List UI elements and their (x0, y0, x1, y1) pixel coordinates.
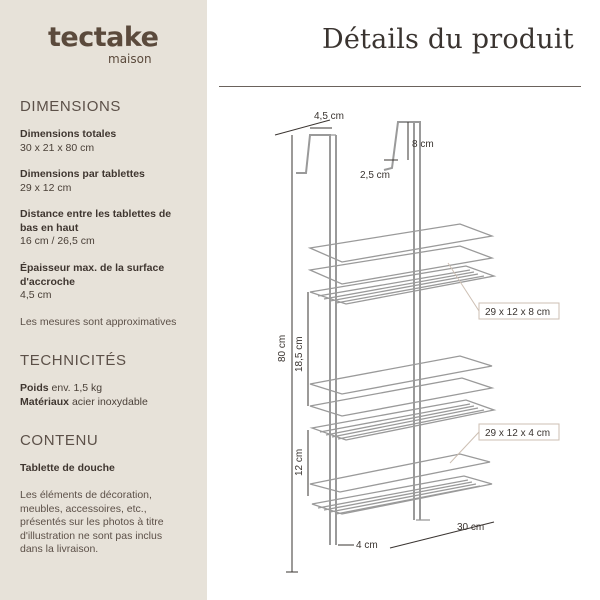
label-shelf-gap-top: 18,5 cm (294, 336, 305, 372)
dimension-lines (274, 119, 495, 573)
dimension-item: Distance entre les tablettes de bas en h… (20, 208, 172, 247)
contenu-note: Les éléments de décoration, meubles, acc… (20, 489, 164, 555)
rack-illustration (296, 121, 497, 545)
brand-subtitle: maison (108, 52, 152, 66)
label-width: 30 cm (457, 522, 484, 533)
tech-specs: Poids env. 1,5 kg Matériaux acier inoxyd… (20, 382, 148, 408)
section-title-technicites: TECHNICITÉS (20, 352, 127, 369)
label-hook-depth: 2,5 cm (360, 170, 390, 181)
dimension-item: Dimensions totales 30 x 21 x 80 cm (20, 128, 117, 154)
label-total-height: 80 cm (277, 335, 288, 362)
callout-top-shelf: 29 x 12 x 8 cm (485, 307, 550, 318)
sidebar: tectake maison DIMENSIONS Dimensions tot… (0, 0, 207, 600)
callout-bottom-shelf: 29 x 12 x 4 cm (485, 428, 550, 439)
dimension-item: Épaisseur max. de la surface d'accroche … (20, 262, 165, 301)
label-hook-height: 8 cm (412, 139, 434, 150)
dimension-item: Dimensions par tablettes 29 x 12 cm (20, 168, 145, 194)
section-title-dimensions: DIMENSIONS (20, 98, 122, 115)
contenu-item: Tablette de douche (20, 462, 115, 474)
label-hook-width: 4,5 cm (314, 111, 344, 122)
label-shelf-gap-bottom: 12 cm (294, 449, 305, 476)
page-title: Détails du produit (322, 24, 574, 55)
section-title-contenu: CONTENU (20, 432, 99, 449)
label-bottom-depth: 4 cm (356, 540, 378, 551)
product-drawing: 4,5 cm 8 cm 2,5 cm 80 cm 18,5 cm 12 cm 3… (274, 111, 560, 573)
callout-bottom-leader (449, 431, 480, 464)
dimensions-note: Les mesures sont approximatives (20, 316, 177, 328)
callout-top-leader (447, 262, 480, 312)
brand-logo: tectake (48, 22, 159, 53)
title-divider (219, 86, 581, 87)
